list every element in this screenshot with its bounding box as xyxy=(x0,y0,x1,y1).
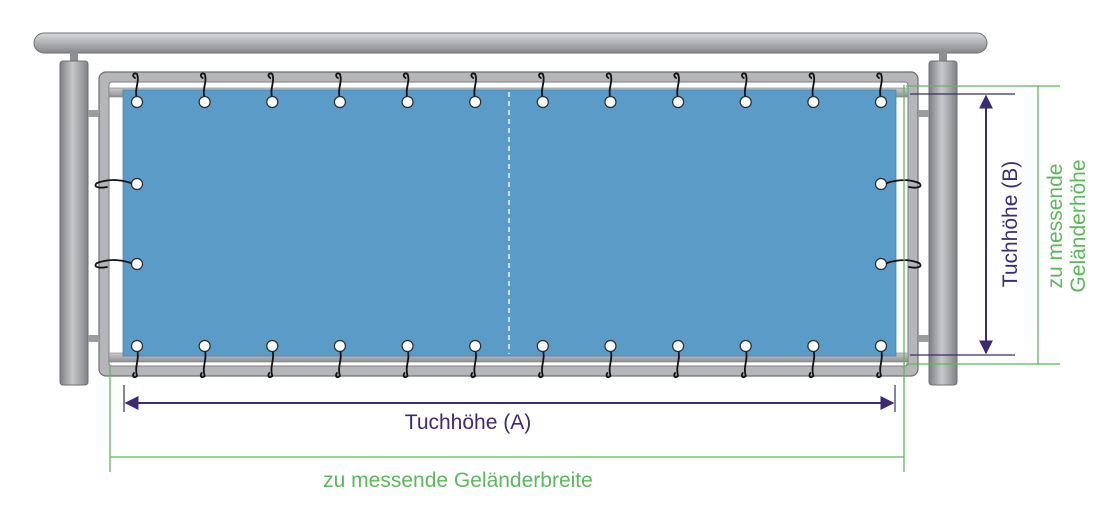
bottom-grommet xyxy=(130,339,144,353)
top-grommet xyxy=(198,95,211,109)
left-grommet xyxy=(130,177,144,191)
left-cable-tie xyxy=(94,179,135,189)
railing-post-right xyxy=(928,60,958,386)
handrail xyxy=(33,32,988,54)
bottom-grommet xyxy=(401,339,414,353)
bottom-cable-tie xyxy=(876,348,883,379)
handrail-bracket-left xyxy=(70,52,78,62)
top-cable-tie xyxy=(605,72,613,100)
top-grommet xyxy=(874,95,888,109)
railing-dimension-lines xyxy=(109,85,1060,472)
bottom-cable-tie xyxy=(673,348,680,379)
bottom-grommet xyxy=(604,339,617,353)
bottom-cable-tie xyxy=(808,348,816,379)
cloth-width-label: Tuchhöhe (A) xyxy=(405,411,531,434)
bottom-cable-tie xyxy=(335,348,342,379)
railing-post-left xyxy=(59,60,89,386)
bottom-cable-tie xyxy=(741,348,748,379)
cloth-height-label: Tuchhöhe (B) xyxy=(999,161,1022,287)
bottom-cable-tie xyxy=(402,348,410,379)
top-cable-tie xyxy=(808,72,816,100)
bottom-cable-tie xyxy=(132,348,139,379)
cloth-dimension-lines xyxy=(123,93,1015,412)
railing-height-label-line2: Geländerhöhe xyxy=(1067,159,1090,292)
top-cable-tie xyxy=(267,72,275,100)
top-grommet xyxy=(469,95,482,109)
left-grommet xyxy=(130,257,144,271)
bottom-grommet xyxy=(198,339,211,353)
top-grommet xyxy=(266,95,279,109)
bottom-cable-tie xyxy=(199,348,207,379)
top-grommet xyxy=(739,95,752,109)
top-grommet xyxy=(671,95,685,109)
grommets xyxy=(130,95,888,353)
bottom-cable-tie xyxy=(538,348,545,379)
railing-width-label: zu messende Geländerbreite xyxy=(323,469,593,492)
bottom-grommet xyxy=(266,339,279,353)
top-cable-tie xyxy=(673,72,680,100)
top-cable-tie xyxy=(335,72,342,100)
bottom-grommet xyxy=(807,339,820,353)
bottom-cable-tie xyxy=(267,348,275,379)
top-grommet xyxy=(401,95,414,109)
handrail-bracket-right xyxy=(939,52,947,62)
bottom-grommet xyxy=(739,339,752,353)
bottom-grommet xyxy=(536,339,549,353)
top-grommet xyxy=(604,95,617,109)
top-grommet xyxy=(130,95,144,109)
railing-height-label-line1: zu messende xyxy=(1044,164,1067,289)
right-cable-tie xyxy=(883,179,922,189)
top-cable-tie xyxy=(538,72,545,100)
bottom-grommet xyxy=(333,339,347,353)
bottom-grommet xyxy=(874,339,888,353)
right-grommet xyxy=(874,177,888,191)
cable-ties xyxy=(94,72,922,379)
top-cable-tie xyxy=(200,72,207,100)
top-grommet xyxy=(807,95,820,109)
bottom-cable-tie xyxy=(605,348,613,379)
bottom-grommet xyxy=(469,339,482,353)
top-cable-tie xyxy=(132,72,139,100)
top-cable-tie xyxy=(876,72,883,100)
top-cable-tie xyxy=(402,72,410,100)
right-cable-tie xyxy=(883,259,922,269)
bottom-grommet xyxy=(671,339,685,353)
top-grommet xyxy=(333,95,347,109)
top-grommet xyxy=(536,95,549,109)
top-cable-tie xyxy=(741,72,748,100)
right-grommet xyxy=(874,257,888,271)
top-cable-tie xyxy=(470,72,477,100)
left-cable-tie xyxy=(94,259,135,269)
bottom-cable-tie xyxy=(470,348,477,379)
